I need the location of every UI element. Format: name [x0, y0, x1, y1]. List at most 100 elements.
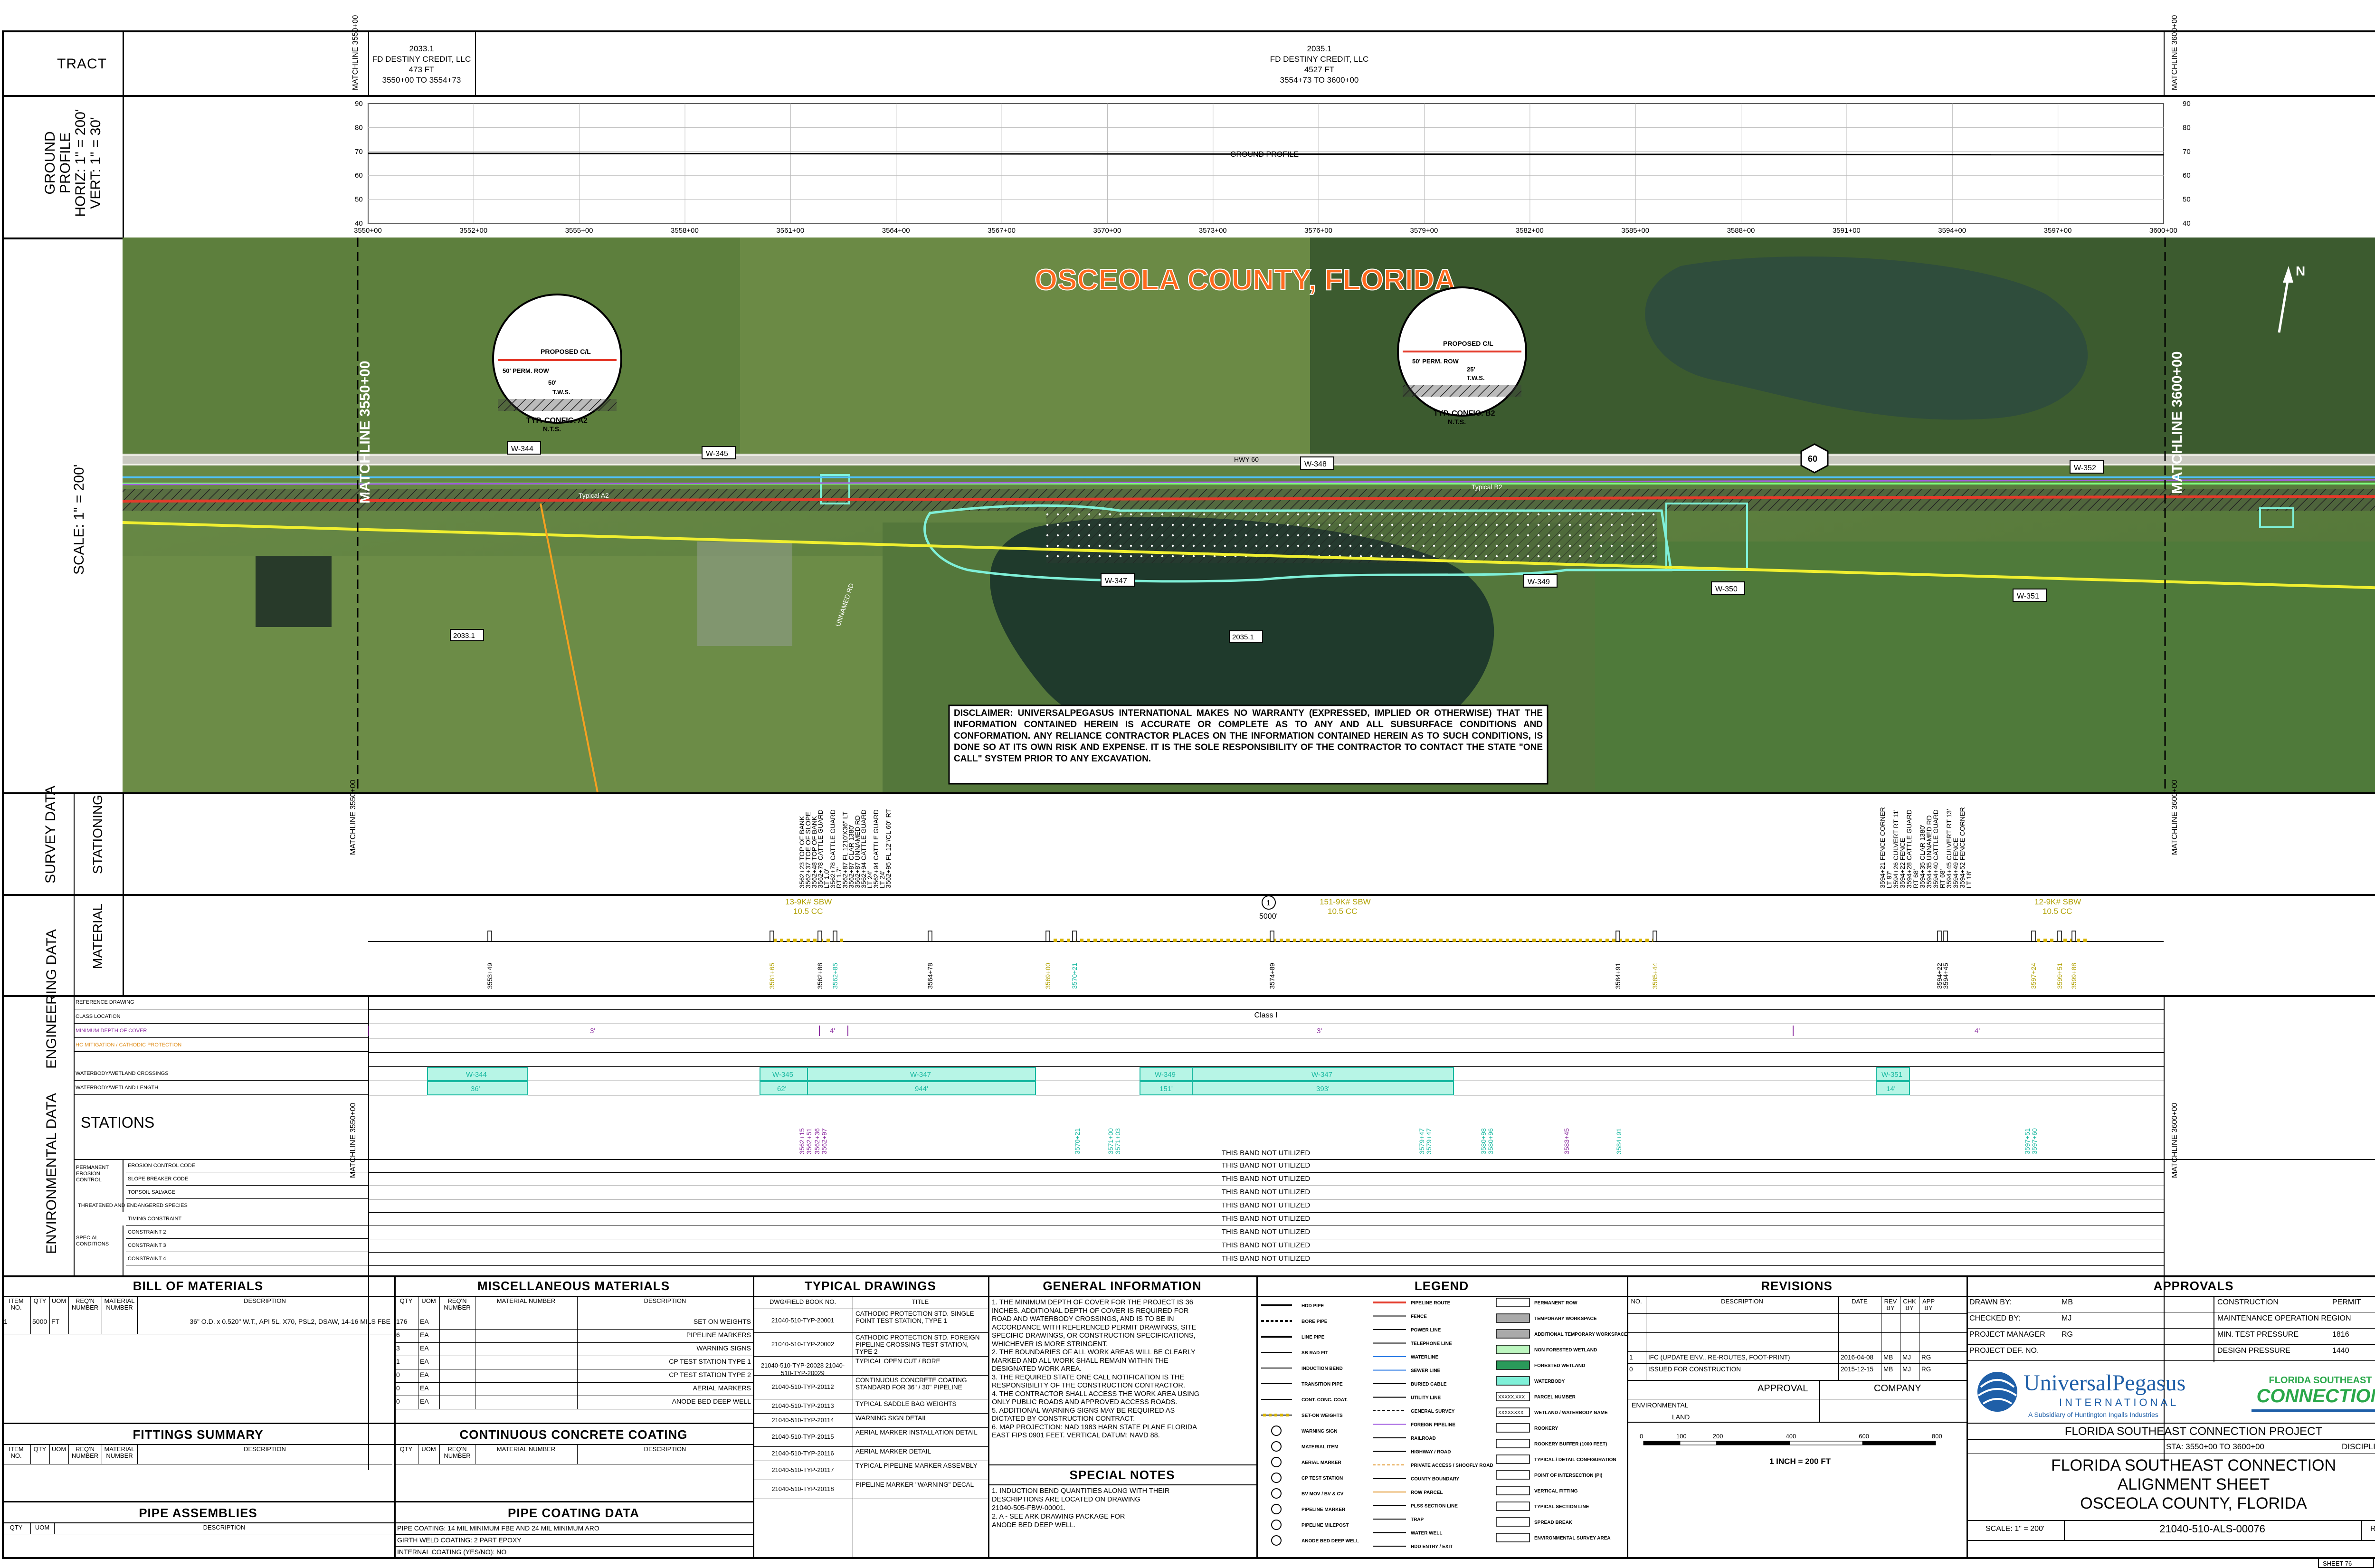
set-on-weight — [780, 939, 783, 942]
svg-text:W-352: W-352 — [2074, 464, 2096, 472]
general-note: 1. THE MINIMUM DEPTH OF COVER FOR THE PR… — [992, 1299, 1193, 1306]
legend-swatch — [1496, 1376, 1530, 1386]
revision-cell: MB — [1883, 1366, 1893, 1373]
table-cell: 176 — [396, 1318, 408, 1325]
set-on-weight — [1479, 939, 1482, 942]
set-on-weight — [1592, 939, 1596, 942]
legend-label: FORESTED WETLAND — [1534, 1363, 1585, 1368]
material-marker — [1045, 931, 1050, 942]
profile-y-tick: 90 — [2183, 100, 2191, 108]
table-header: DATE — [1852, 1298, 1868, 1305]
wetland-outline — [2259, 507, 2294, 528]
foreign-line — [123, 479, 2375, 485]
set-on-weight — [1499, 939, 1502, 942]
table-header: MATERIAL NUMBER — [104, 1445, 135, 1459]
set-on-weight — [826, 939, 830, 942]
set-on-weight — [1566, 939, 1569, 942]
material-segment-sub: 10.5 CC — [1328, 907, 1357, 916]
table-cell: EA — [420, 1371, 429, 1378]
legend-label: GENERAL SURVEY — [1411, 1409, 1455, 1414]
crossing-length: 62' — [777, 1085, 787, 1093]
typical-title: PIPELINE MARKER "WARNING" DECAL — [855, 1481, 974, 1488]
table-cell: PIPELINE MARKERS — [686, 1331, 751, 1339]
svg-text:W-347: W-347 — [1105, 577, 1127, 585]
set-on-weight — [793, 939, 797, 942]
legend-swatch — [1496, 1329, 1530, 1339]
station-range: STA: 3550+00 TO 3600+00 — [2166, 1442, 2264, 1451]
table-cell: 3 — [396, 1344, 400, 1352]
general-note: MARKED AND ALL WORK SHALL REMAIN WITHIN … — [992, 1357, 1168, 1365]
revisions-title: REVISIONS — [1761, 1279, 1833, 1293]
legend-label: WATERLINE — [1411, 1355, 1438, 1360]
svg-text:PROPOSED C/L: PROPOSED C/L — [1443, 340, 1493, 347]
set-on-weight — [1133, 939, 1137, 942]
set-on-weight — [1246, 939, 1250, 942]
legend-label: TYPICAL SECTION LINE — [1534, 1504, 1589, 1510]
table-header: DESCRIPTION — [244, 1297, 286, 1304]
legend-symbol — [1271, 1425, 1282, 1436]
general-note: ROAD AND WATERBODY CROSSINGS, AND IS TO … — [992, 1315, 1174, 1323]
material-station: 3597+24 — [2030, 963, 2037, 989]
field-south-east — [1595, 542, 2375, 792]
legend-title: LEGEND — [1414, 1279, 1469, 1293]
legend-swatch — [1496, 1470, 1530, 1480]
set-on-weight — [1340, 939, 1343, 942]
general-notes: 1. THE MINIMUM DEPTH OF COVER FOR THE PR… — [992, 1299, 1199, 1440]
legend-label: NON FORESTED WETLAND — [1534, 1348, 1597, 1353]
set-on-weight — [1054, 939, 1057, 942]
fittings-title: FITTINGS SUMMARY — [133, 1427, 264, 1442]
approvals-title: APPROVALS — [2153, 1279, 2234, 1293]
approval-row: ENVIRONMENTAL — [1632, 1401, 1689, 1409]
sheet-border — [2, 30, 2375, 1559]
set-on-weight — [1393, 939, 1396, 942]
legend-symbol — [1271, 1520, 1282, 1530]
crossing-length: 14' — [1886, 1085, 1896, 1093]
material-marker — [1653, 931, 1657, 942]
legend-label: TRANSITION PIPE — [1302, 1382, 1343, 1387]
table-cell: EA — [420, 1358, 429, 1365]
table-header: DESCRIPTION — [203, 1524, 246, 1531]
table-cell: CP TEST STATION TYPE 2 — [669, 1371, 751, 1378]
profile-station-label: 3591+00 — [1833, 227, 1861, 235]
general-note: 3. THE REQUIRED STATE ONE CALL NOTIFICAT… — [992, 1373, 1184, 1381]
set-on-weight — [1147, 939, 1150, 942]
table-cell: EA — [420, 1397, 429, 1405]
table-header: QTY — [399, 1445, 413, 1453]
map-label: W-350 — [1711, 581, 1745, 595]
svg-text:W-348: W-348 — [1304, 460, 1327, 468]
typical-label: Typical B2 — [1472, 483, 1502, 491]
survey-station: 3562+95 FL 12"/CL 60" RT — [884, 808, 892, 888]
pipe-assemblies-title: PIPE ASSEMBLIES — [139, 1506, 257, 1520]
typical-dwg: 21040-510-TYP-20116 — [771, 1450, 834, 1457]
set-on-weight — [1300, 939, 1303, 942]
set-on-weight — [1459, 939, 1463, 942]
material-label: MATERIAL — [90, 903, 105, 969]
typical-title: WARNING SIGN DETAIL — [855, 1415, 928, 1422]
column-divider — [30, 1296, 31, 1334]
set-on-weight — [1433, 939, 1436, 942]
length-bar — [1876, 1081, 1910, 1095]
constraint-row-label: CONSTRAINT 4 — [126, 1252, 368, 1265]
general-note: ACCORDANCE WITH REFERENCED PERMIT DRAWIN… — [992, 1323, 1197, 1331]
legend-label: SB RAD FIT — [1302, 1350, 1328, 1356]
survey-matchline-left: MATCHLINE 3550+00 — [349, 779, 357, 855]
legend-label: FENCE — [1411, 1314, 1427, 1320]
set-on-weight — [1293, 939, 1296, 942]
set-on-weight — [1419, 939, 1423, 942]
legend-symbol — [1271, 1535, 1282, 1546]
material-marker — [2031, 931, 2036, 942]
svg-text:PROPOSED C/L: PROPOSED C/L — [541, 348, 591, 355]
table-cell: 1 — [4, 1318, 8, 1325]
table-header: QTY — [33, 1297, 47, 1304]
not-utilized-band: THIS BAND NOT UTILIZED — [368, 1239, 2164, 1253]
legend-label: ADDITIONAL TEMPORARY WORKSPACE — [1534, 1332, 1627, 1337]
row-divider — [753, 1427, 988, 1428]
set-on-weight — [1160, 939, 1163, 942]
material-segment-sub: 10.5 CC — [793, 907, 823, 916]
crossing-bar — [1140, 1067, 1193, 1081]
set-on-weight — [1226, 939, 1230, 942]
set-on-weight — [1273, 939, 1276, 942]
up-globe-icon — [1977, 1372, 2017, 1412]
general-note: 6. MAP PROJECTION: NAD 1983 HARN STATE P… — [992, 1423, 1197, 1431]
